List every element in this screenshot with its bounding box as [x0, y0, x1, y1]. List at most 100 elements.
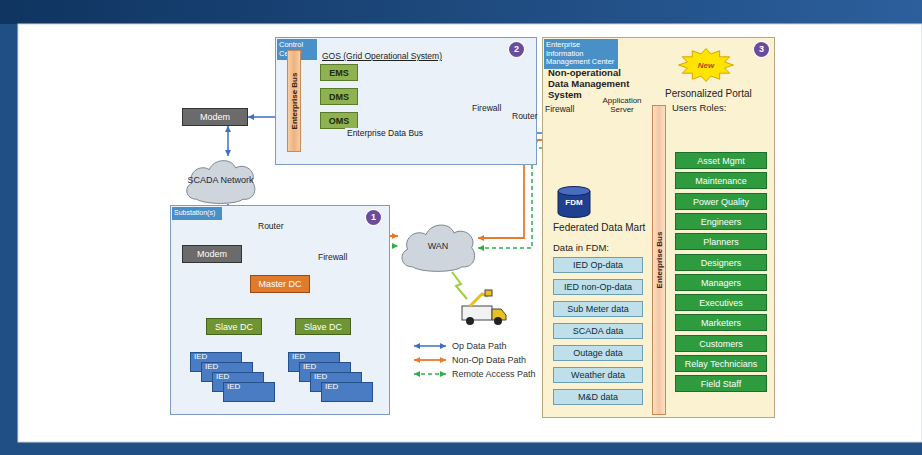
group-heading: GOS (Grid Operational System) [322, 51, 442, 61]
box-text: IED [194, 352, 207, 362]
box-text: Engineers [701, 217, 742, 227]
box-text: Enterprise Bus [290, 73, 299, 130]
box-text: Weather data [571, 370, 625, 380]
utility-truck-part [494, 317, 502, 325]
box-text: Field Staff [701, 379, 741, 389]
box-text: IED [314, 372, 327, 382]
list-heading: Data in FDM: [553, 243, 609, 253]
edge-label: Enterprise Data Bus [345, 128, 425, 138]
legend-samples-part [414, 373, 446, 375]
role-box: Engineers [675, 213, 767, 230]
box-text: Asset Mgmt [697, 156, 745, 166]
icon-label: Firewall [318, 252, 347, 262]
region-box: Substation(s) ModemMaster DC Slave DC Slave… [170, 205, 390, 415]
box-text: IED non-Op-data [564, 282, 632, 292]
box-text: FDM [565, 198, 582, 207]
callout-number: 3 [754, 42, 769, 57]
box-text: Slave DC [304, 322, 342, 332]
system-box: OMS [320, 112, 358, 129]
server-node: Application Server [590, 96, 654, 164]
role-box: Marketers [675, 314, 767, 331]
box-text: Customers [699, 339, 743, 349]
section-heading: Personalized Portal [665, 88, 752, 100]
box-text: Slave DC [215, 322, 253, 332]
box-text: Modem [200, 112, 230, 122]
box-text: IED [325, 382, 338, 392]
data-box: M&D data [553, 389, 643, 405]
box-text: SCADA Network [187, 175, 253, 185]
controller-box: Slave DC [206, 318, 262, 335]
network-cloud: WAN [398, 220, 478, 272]
slide-panel [18, 24, 922, 442]
controller-box: Master DC [250, 275, 310, 293]
cloud-shape [187, 161, 255, 204]
box-text: Managers [701, 278, 741, 288]
box-text: EMS [329, 68, 349, 78]
section-heading: Non-operational Data Management System [548, 67, 640, 100]
network-cloud: SCADA Network [183, 156, 258, 204]
legend-text: Remote Access Path [452, 369, 536, 379]
box-text: Marketers [701, 318, 741, 328]
box-text: Executives [699, 298, 743, 308]
box-text: IED Op-data [573, 260, 623, 270]
role-box: Asset Mgmt [675, 152, 767, 169]
ied-box: IED [321, 382, 373, 402]
starburst-shape [679, 49, 734, 82]
legend-samples [414, 346, 446, 374]
icon-label: Router [258, 221, 284, 231]
box-text: IED [227, 382, 240, 392]
modem-box: Modem [182, 245, 242, 263]
data-box: Weather data [553, 367, 643, 383]
role-box: Managers [675, 274, 767, 291]
icon-label: Router [512, 111, 538, 121]
box-text: IED [216, 372, 229, 382]
utility-truck-part [466, 317, 474, 325]
box-text: Outage data [573, 348, 623, 358]
box-text: Power Quality [693, 197, 749, 207]
controller-box: Slave DC [295, 318, 351, 335]
utility-truck-part [462, 306, 492, 320]
box-text: IED [292, 352, 305, 362]
box-text: IED [303, 362, 316, 372]
ied-box: IED [223, 382, 275, 402]
role-box: Field Staff [675, 375, 767, 392]
box-text: WAN [428, 241, 449, 251]
data-box: IED non-Op-data [553, 279, 643, 295]
utility-truck-part [485, 290, 492, 296]
connector [227, 126, 229, 156]
region-title: Substation(s) [172, 207, 222, 220]
box-text: Planners [703, 237, 739, 247]
role-box: Maintenance [675, 172, 767, 189]
icon-label: Firewall [545, 104, 574, 114]
database-cylinder: FDM [557, 186, 591, 218]
callout-number: 2 [509, 42, 524, 57]
role-box: Designers [675, 254, 767, 271]
bus-bar: Enterprise Bus [287, 50, 301, 152]
callout-number: 1 [366, 210, 381, 225]
box-text: SCADA data [573, 326, 624, 336]
system-box: DMS [320, 88, 358, 105]
utility-truck-part [452, 272, 467, 299]
cloud-shape [402, 225, 475, 271]
data-box: SCADA data [553, 323, 643, 339]
role-box: Customers [675, 335, 767, 352]
data-box: IED Op-data [553, 257, 643, 273]
box-text: IED [205, 362, 218, 372]
box-text: Relay Technicians [685, 359, 757, 369]
region-title: Enterprise Information Management Center [544, 39, 618, 69]
system-box: EMS [320, 64, 358, 81]
role-box: Planners [675, 233, 767, 250]
legend-samples-part [414, 345, 446, 347]
caption-label: Federated Data Mart [553, 222, 645, 234]
box-text: Enterprise Bus [655, 232, 664, 289]
role-box: Executives [675, 294, 767, 311]
role-box: Power Quality [675, 193, 767, 210]
role-box: Relay Technicians [675, 355, 767, 372]
box-text: Master DC [258, 279, 301, 289]
legend-text: Non-Op Data Path [452, 355, 526, 365]
header-band [0, 0, 922, 24]
icon-label: Firewall [472, 103, 501, 113]
box-text: New [698, 61, 714, 70]
